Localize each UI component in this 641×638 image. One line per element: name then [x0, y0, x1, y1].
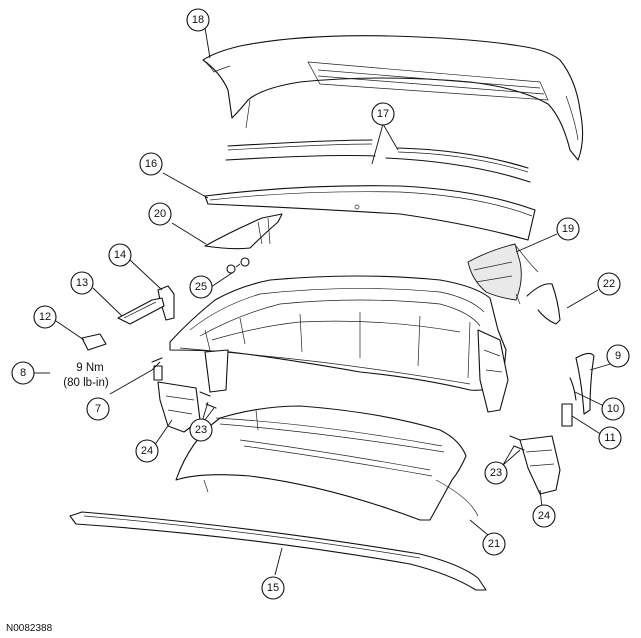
part-7-bolt [151, 357, 163, 381]
torque-value: 9 Nm [76, 362, 103, 374]
callout-25: 25 [189, 275, 213, 299]
callout-18: 18 [186, 8, 210, 32]
callout-24-right: 24 [532, 504, 556, 528]
svg-text:11: 11 [604, 432, 615, 444]
callout-20: 20 [148, 202, 172, 226]
convertible-top-frame [169, 275, 509, 413]
callout-10: 10 [601, 397, 625, 421]
part-13-hinge-bracket [117, 297, 165, 325]
part-24-hinge-left [157, 381, 201, 433]
part-15-molding [69, 511, 487, 591]
svg-text:23: 23 [490, 467, 502, 479]
callout-8: 8 [11, 361, 35, 385]
svg-text:19: 19 [562, 223, 574, 235]
svg-text:15: 15 [267, 582, 279, 594]
part-18-top-cover [202, 35, 584, 161]
callout-13: 13 [70, 271, 94, 295]
callout-12: 12 [33, 305, 57, 329]
figure-reference-id: N0082388 [6, 623, 53, 634]
callout-16: 16 [139, 152, 163, 176]
part-23-fasteners-right [509, 435, 525, 451]
svg-text:22: 22 [603, 278, 615, 290]
svg-text:14: 14 [114, 249, 126, 261]
part-23-fasteners-left [199, 391, 217, 409]
svg-text:17: 17 [377, 108, 389, 120]
callout-14: 14 [108, 243, 132, 267]
svg-text:12: 12 [39, 311, 51, 323]
part-25-fasteners [226, 257, 250, 274]
svg-text:20: 20 [154, 208, 166, 220]
callout-23-right: 23 [484, 461, 508, 485]
part-9-trim [575, 352, 595, 415]
svg-text:10: 10 [607, 403, 619, 415]
callout-24-left: 24 [135, 439, 159, 463]
part-21-cover-panel [175, 405, 479, 521]
part-19-side-panel [467, 243, 539, 301]
callout-11: 11 [598, 426, 622, 450]
svg-text:21: 21 [488, 538, 500, 550]
callout-9: 9 [606, 344, 630, 368]
callout-17: 17 [371, 102, 395, 126]
callout-21: 21 [482, 532, 506, 556]
callout-19: 19 [556, 217, 580, 241]
part-24-hinge-right [519, 435, 561, 495]
svg-text:25: 25 [195, 281, 207, 293]
part-16-rear-panel [204, 185, 536, 241]
part-17-weatherstrips [225, 139, 531, 183]
svg-text:9: 9 [615, 350, 621, 362]
svg-text:16: 16 [145, 158, 157, 170]
part-12-plate [81, 333, 107, 351]
part-22-side-trim [515, 283, 561, 325]
callout-7: 7 [86, 397, 110, 421]
svg-text:8: 8 [20, 367, 26, 379]
svg-text:7: 7 [95, 403, 101, 415]
part-10-seal [569, 377, 577, 401]
svg-text:24: 24 [538, 510, 550, 522]
svg-text:13: 13 [76, 277, 88, 289]
callout-23-left: 23 [189, 418, 213, 442]
part-20-bracket [204, 213, 283, 250]
callout-22: 22 [597, 272, 621, 296]
svg-text:24: 24 [141, 445, 153, 457]
svg-text:18: 18 [192, 14, 204, 26]
callout-15: 15 [261, 576, 285, 600]
svg-text:23: 23 [195, 424, 207, 436]
part-11-clip [561, 403, 573, 427]
torque-alt-value: (80 lb-in) [63, 377, 109, 389]
